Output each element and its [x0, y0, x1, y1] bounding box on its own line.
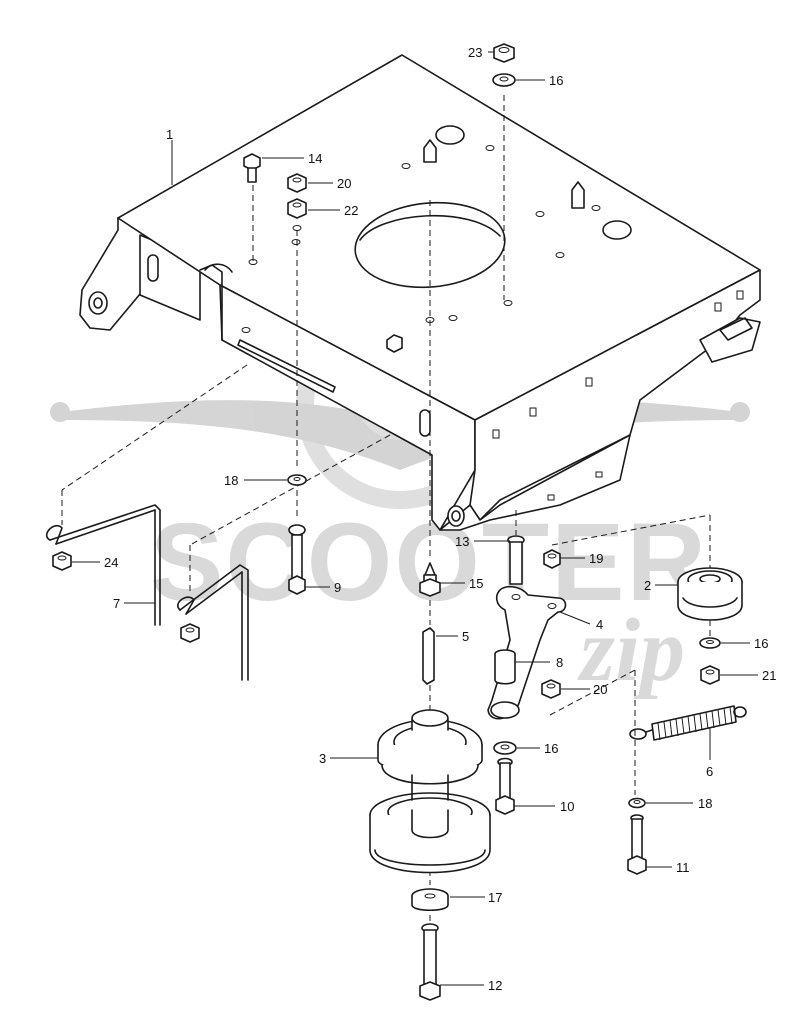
- part-10-bolt: [495, 757, 515, 815]
- part-5-key: [422, 627, 435, 685]
- rod-nut: [180, 623, 200, 643]
- callout-4: 4: [596, 617, 603, 632]
- callout-17: 17: [488, 890, 502, 905]
- part-16-washer-top: [492, 73, 516, 87]
- part-6-spring: [629, 705, 747, 741]
- callout-12: 12: [488, 978, 502, 993]
- leader-lines: [72, 51, 758, 986]
- part-7-rods: [45, 504, 249, 681]
- part-3-pulley: [369, 709, 491, 874]
- part-14-bolt: [243, 153, 261, 183]
- callout-3: 3: [319, 751, 326, 766]
- part-16-washer-mid: [493, 741, 517, 755]
- callout-labels: 1 2 3 4 5 6 7 8 9 10 11 12 13 14 15 16 1…: [104, 45, 776, 993]
- callout-13: 13: [455, 534, 469, 549]
- callout-20-top: 20: [337, 176, 351, 191]
- part-20-nut: [287, 173, 307, 193]
- deck-plate: [79, 54, 761, 531]
- part-13-bolt: [507, 535, 525, 585]
- part-4-idler-arm: [487, 585, 567, 720]
- callout-22: 22: [344, 203, 358, 218]
- part-8-bushing: [494, 649, 516, 685]
- part-18-washer-right: [628, 797, 646, 809]
- callout-16-mid: 16: [544, 741, 558, 756]
- square-holes: [492, 290, 744, 501]
- part-22-nut: [287, 198, 307, 219]
- part-16-washer-right: [699, 637, 721, 649]
- part-15-pin: [419, 562, 441, 597]
- callout-24: 24: [104, 555, 118, 570]
- callout-7: 7: [113, 596, 120, 611]
- small-washer: [292, 225, 302, 231]
- deck-holes: [241, 145, 601, 333]
- callout-18-right: 18: [698, 796, 712, 811]
- watermark-mark: zip: [577, 601, 685, 700]
- callout-21: 21: [762, 668, 776, 683]
- callout-2: 2: [644, 578, 651, 593]
- callout-18-left: 18: [224, 473, 238, 488]
- callout-11: 11: [676, 860, 690, 875]
- callout-8: 8: [556, 655, 563, 670]
- callout-16-right: 16: [754, 636, 768, 651]
- callout-5: 5: [462, 629, 469, 644]
- part-9-bolt: [288, 524, 306, 595]
- callout-16-top: 16: [549, 73, 563, 88]
- part-23-nut: [493, 43, 515, 63]
- part-2-idler-pulley: [677, 567, 743, 621]
- callout-23: 23: [468, 45, 482, 60]
- part-20-nut-lower: [541, 679, 561, 699]
- assembly-lines: [61, 95, 711, 925]
- part-11-bolt: [627, 814, 647, 875]
- callout-9: 9: [334, 580, 341, 595]
- part-21-nut: [700, 665, 720, 685]
- callout-19: 19: [589, 551, 603, 566]
- callout-6: 6: [706, 764, 713, 779]
- part-19-nut: [543, 549, 561, 569]
- callout-10: 10: [560, 799, 574, 814]
- part-24-nut: [52, 551, 72, 571]
- callout-20-lower: 20: [593, 682, 607, 697]
- part-18-washer-left: [287, 474, 307, 486]
- callout-15: 15: [469, 576, 483, 591]
- part-12-bolt: [419, 923, 441, 1001]
- callout-14: 14: [308, 151, 322, 166]
- callout-1: 1: [166, 127, 173, 142]
- part-17-spacer: [411, 888, 449, 912]
